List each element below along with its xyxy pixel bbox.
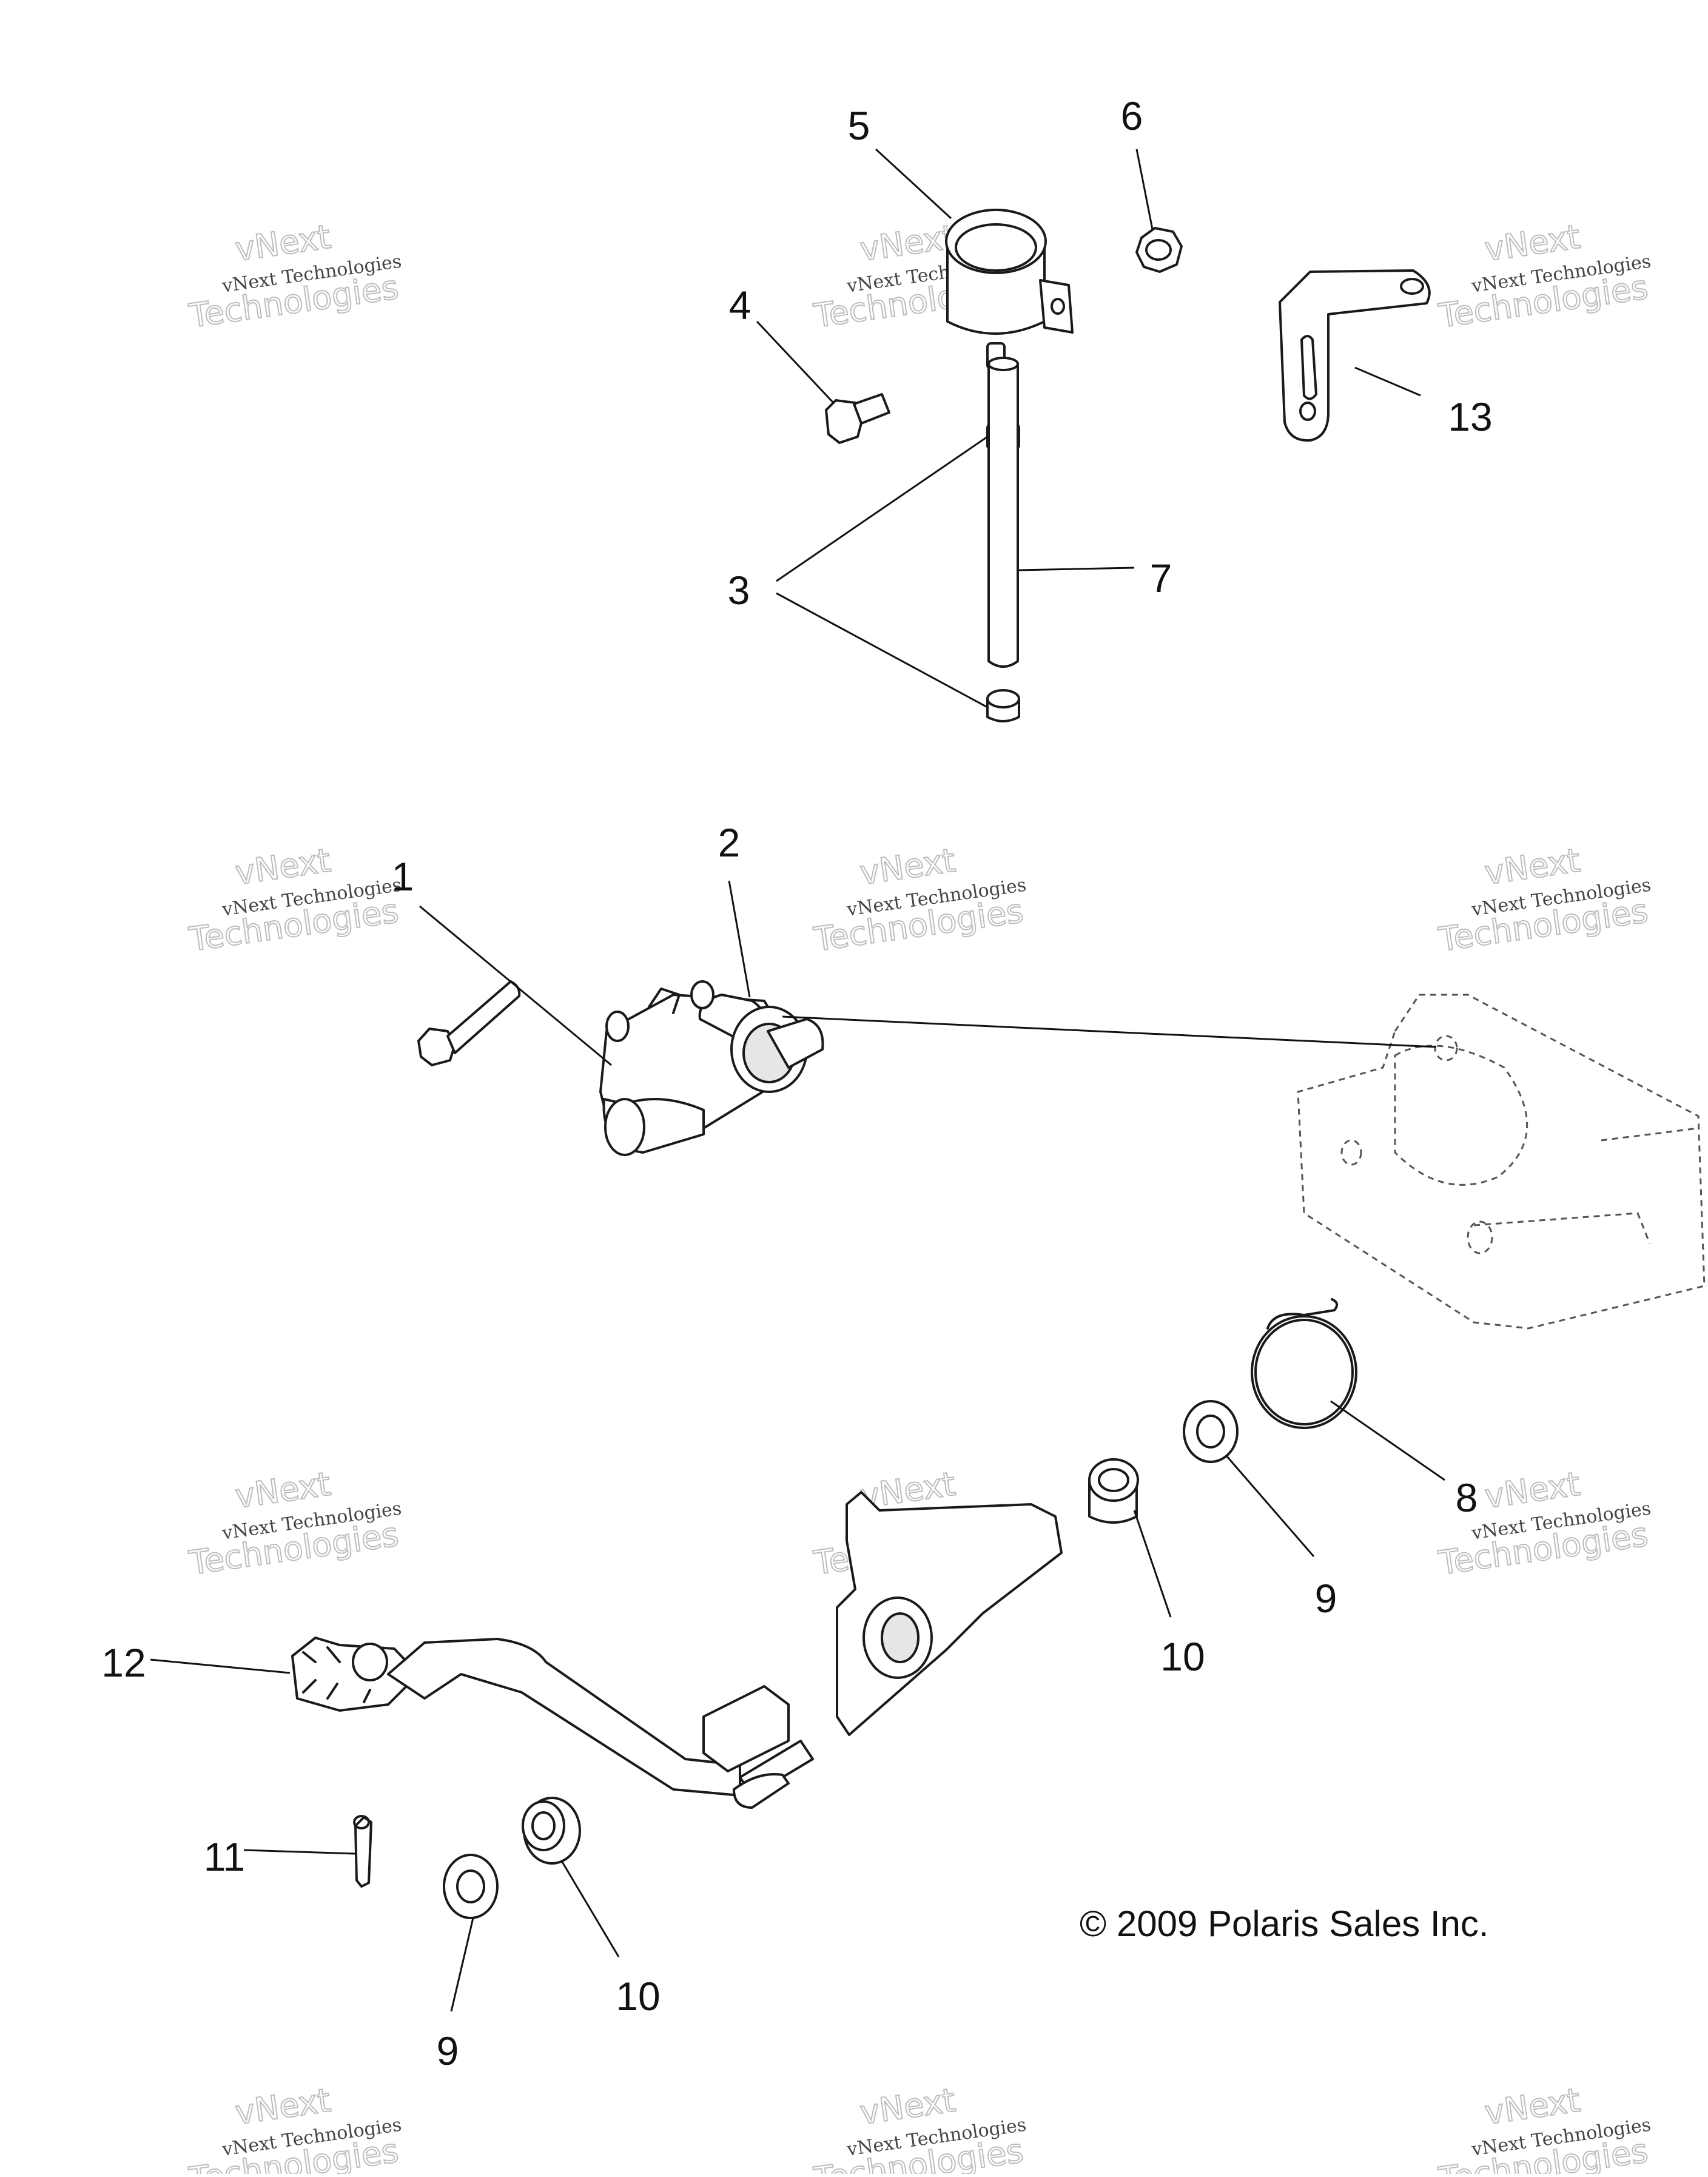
part-4-bolt <box>825 393 890 444</box>
callout-5: 5 <box>848 103 870 148</box>
frame-reference <box>1297 994 1706 1330</box>
callout-9-upper: 9 <box>1315 1576 1337 1621</box>
callout-9-lower: 9 <box>437 2028 459 2073</box>
watermark-vnext: vNext <box>233 2081 333 2132</box>
callout-1: 1 <box>392 854 414 899</box>
callout-10-lower: 10 <box>616 1974 660 2019</box>
callout-labels: 5 6 4 13 3 7 1 2 8 9 10 12 11 9 10 <box>101 93 1492 2073</box>
part-10-bushing-lower <box>522 1797 581 1865</box>
watermark-vnext: vNext <box>858 2081 958 2132</box>
watermark-vnext: vNext <box>1482 841 1582 892</box>
part-11-cotter-pin <box>353 1815 372 1888</box>
part-2-master-cylinder <box>599 980 824 1156</box>
copyright-notice: © 2009 Polaris Sales Inc. <box>1080 1903 1489 1944</box>
watermark-vnext: vNext <box>1482 1465 1582 1516</box>
part-9-washer-lower <box>443 1854 499 1919</box>
watermark-vnext: vNext <box>1482 218 1582 269</box>
leader-lines <box>150 148 1445 2012</box>
callout-8: 8 <box>1456 1475 1478 1520</box>
callout-7: 7 <box>1150 556 1172 601</box>
callout-2: 2 <box>718 820 741 865</box>
watermark-vnext: vNext <box>233 1465 333 1516</box>
part-12-brake-pedal <box>291 1491 1063 1809</box>
callout-6: 6 <box>1121 93 1143 138</box>
watermark-vnext: vNext <box>233 841 333 892</box>
watermark-vnext: vNext <box>1482 2081 1582 2132</box>
callout-4: 4 <box>729 283 751 328</box>
part-7-hose <box>987 357 1019 668</box>
part-10-bushing-upper <box>1088 1458 1139 1524</box>
part-13-bracket <box>1279 269 1431 442</box>
part-5-reservoir <box>945 209 1074 370</box>
callout-10-upper: 10 <box>1160 1634 1205 1679</box>
callout-12: 12 <box>101 1640 146 1685</box>
part-1-bolt <box>417 980 521 1066</box>
callout-13: 13 <box>1448 394 1492 439</box>
part-6-nut <box>1135 227 1183 273</box>
callout-3: 3 <box>728 568 750 613</box>
part-9-washer-upper <box>1183 1400 1239 1463</box>
callout-11: 11 <box>204 1834 246 1879</box>
watermark-vnext: vNext <box>858 841 958 892</box>
watermark-vnext: vNext <box>233 218 333 269</box>
watermark-vnext: vNext <box>858 218 958 269</box>
part-8-spring <box>1251 1298 1357 1429</box>
